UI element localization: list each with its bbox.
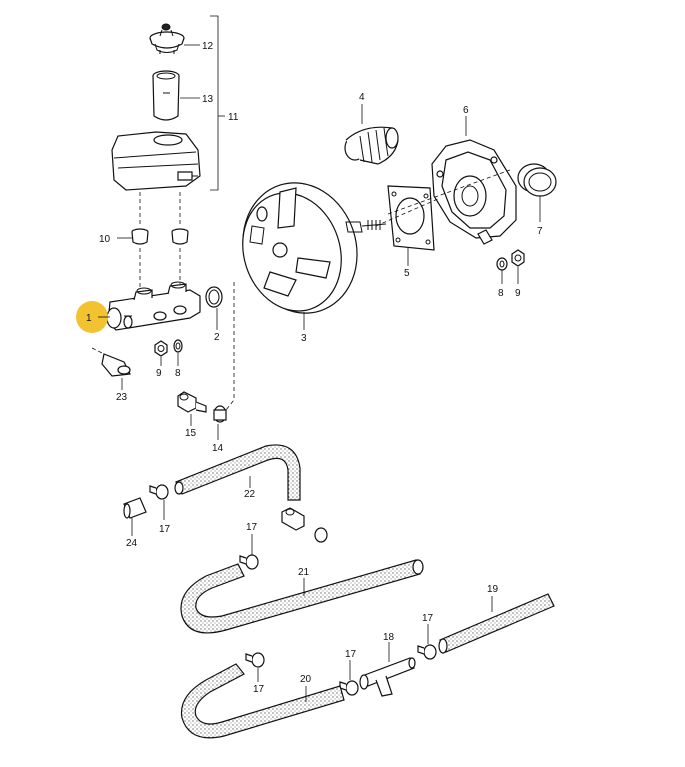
callout-2: 2: [214, 332, 220, 343]
callout-17-clamp-b: 17: [246, 522, 258, 533]
callout-7: 7: [537, 226, 543, 237]
sleeve-bushing: [517, 163, 557, 197]
brake-light-switch: [101, 353, 131, 377]
callout-12: 12: [202, 41, 214, 52]
callout-17-clamp-e: 17: [253, 684, 265, 695]
callout-17-clamp-c: 17: [422, 613, 434, 624]
mounting-bracket: [431, 139, 517, 245]
callout-8-mc: 8: [175, 368, 181, 379]
callout-9-mc: 9: [156, 368, 162, 379]
callout-13: 13: [202, 94, 214, 105]
hose-clamp-mid: [239, 554, 259, 570]
reservoir-cap: [149, 23, 185, 54]
callout-4: 4: [359, 92, 365, 103]
callout-1: 1: [86, 313, 92, 324]
hose-clamp-19: [417, 644, 437, 660]
callout-24: 24: [126, 538, 138, 549]
pipe-24: [123, 497, 147, 519]
hose-19: [439, 593, 555, 653]
callout-20: 20: [300, 674, 312, 685]
callout-5: 5: [404, 268, 410, 279]
hose-22: [175, 444, 301, 501]
fitting-22: [281, 507, 328, 543]
washer-nut-set-right: [496, 249, 525, 271]
callout-15: 15: [185, 428, 197, 439]
callout-9-right: 9: [515, 288, 521, 299]
callout-10: 10: [99, 234, 111, 245]
union-fitting: [177, 391, 207, 413]
washer-nut-set: [154, 339, 183, 357]
callout-14: 14: [212, 443, 224, 454]
callout-3: 3: [301, 333, 307, 344]
tee-fitting: [359, 657, 416, 697]
hose-clamp: [149, 484, 169, 500]
brake-fluid-reservoir: [111, 131, 201, 191]
hose-clamp-20: [245, 652, 265, 668]
brake-booster: [242, 182, 387, 314]
hose-clamp-18: [339, 680, 359, 696]
callout-18: 18: [383, 632, 395, 643]
reservoir-grommets: [131, 228, 189, 245]
callout-1-highlight: [76, 301, 108, 333]
callout-22: 22: [244, 489, 256, 500]
callout-17-clamp-d: 17: [345, 649, 357, 660]
callout-6: 6: [463, 105, 469, 116]
reservoir-strainer: [152, 70, 180, 121]
booster-gasket: [387, 185, 435, 251]
callout-11: 11: [228, 112, 239, 123]
cap-plug: [213, 405, 227, 423]
master-cylinder: [106, 281, 201, 331]
callout-8-right: 8: [498, 288, 504, 299]
hose-20: [180, 663, 345, 739]
callout-23: 23: [116, 392, 128, 403]
callout-17-clamp-a: 17: [159, 524, 171, 535]
callout-19: 19: [487, 584, 499, 595]
booster-boot: [344, 126, 399, 165]
callout-21: 21: [298, 567, 310, 578]
